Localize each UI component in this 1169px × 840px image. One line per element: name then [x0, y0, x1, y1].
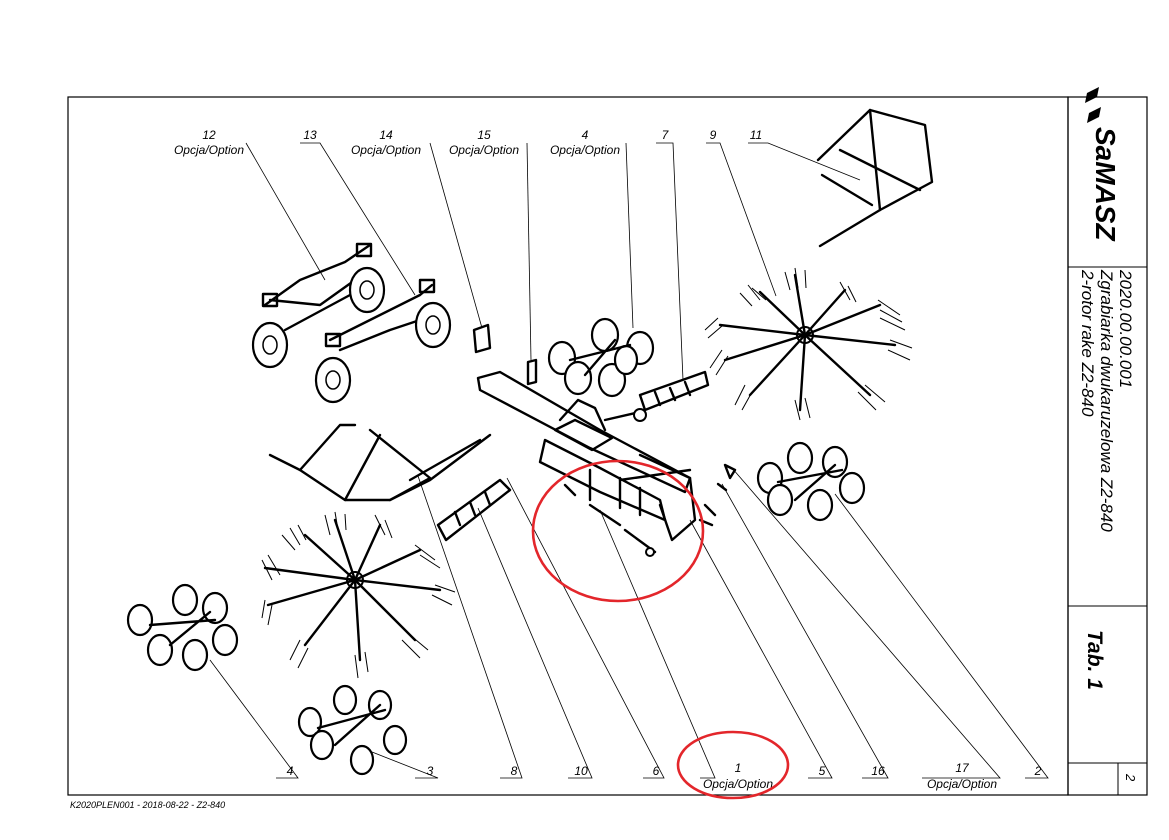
callout-17-number: 17 — [955, 761, 970, 775]
callout-2-number: 2 — [1034, 764, 1042, 778]
callout-8-number: 8 — [511, 764, 518, 778]
highlight-circle-hydraulic — [531, 459, 705, 603]
logo-text: SaMASZ — [1090, 127, 1121, 241]
part-guard-frame — [816, 108, 934, 248]
table-number: Tab. 1 — [1083, 630, 1106, 690]
highlight-circle-callout-1 — [676, 730, 790, 800]
drawing-code: 2020.00.00.001 — [1116, 269, 1135, 388]
callout-1-number: 1 — [735, 761, 742, 775]
drawing-name-pl: Zgrabiarka dwukaruzelowa Z2-840 — [1097, 269, 1116, 532]
callout-15-number: 15 — [477, 128, 491, 142]
part-wheel-chassis-12 — [251, 242, 386, 369]
callout-11-number: 11 — [750, 128, 762, 142]
part-guard-frame-8 — [268, 423, 492, 502]
callout-15-option: Opcja/Option — [449, 143, 519, 157]
leader-lines — [209, 142, 1049, 779]
page-number: 2 — [1123, 773, 1138, 782]
part-wheel-group-4-bottom — [126, 583, 239, 672]
part-hydraulic-1 — [563, 483, 657, 557]
part-rotor-left — [261, 511, 456, 679]
samasz-logo: SaMASZ — [1085, 87, 1121, 241]
title-block — [1067, 96, 1148, 796]
callout-5-number: 5 — [819, 764, 826, 778]
callout-12-option: Opcja/Option — [174, 143, 244, 157]
doc-reference: K2020PLEN001 - 2018-08-22 - Z2-840 — [70, 800, 225, 810]
callout-4-top-option: Opcja/Option — [550, 143, 620, 157]
part-main-frame — [476, 370, 697, 542]
callout-9-number: 9 — [710, 128, 717, 142]
callout-16-number: 16 — [871, 764, 885, 778]
callout-7-number: 7 — [662, 128, 670, 142]
callout-12-number: 12 — [202, 128, 216, 142]
part-wheel-chassis-13 — [314, 278, 452, 404]
part-wheel-group-3 — [297, 684, 408, 776]
callout-17-option: Opcja/Option — [927, 777, 997, 791]
part-axle-7 — [638, 370, 710, 412]
part-small-pin-15 — [526, 358, 538, 386]
callout-14-number: 14 — [379, 128, 393, 142]
callout-4-top-number: 4 — [582, 128, 589, 142]
part-wheel-group-4-top — [547, 317, 655, 398]
callout-6-number: 6 — [653, 764, 660, 778]
callout-10-number: 10 — [574, 764, 588, 778]
callout-14-option: Opcja/Option — [351, 143, 421, 157]
part-axle-10 — [436, 478, 512, 542]
samasz-slash-mark — [1085, 87, 1101, 123]
part-rotor-9 — [704, 267, 913, 421]
drawing-frame — [67, 96, 1069, 796]
part-wheel-group-2 — [756, 441, 866, 522]
callout-3-number: 3 — [427, 764, 434, 778]
drawing-name-en: 2-rotor rake Z2-840 — [1078, 269, 1097, 417]
callout-1-option: Opcja/Option — [703, 777, 773, 791]
callout-13-number: 13 — [303, 128, 317, 142]
callout-4-bottom-number: 4 — [287, 764, 294, 778]
part-small-bracket-14 — [472, 323, 492, 354]
